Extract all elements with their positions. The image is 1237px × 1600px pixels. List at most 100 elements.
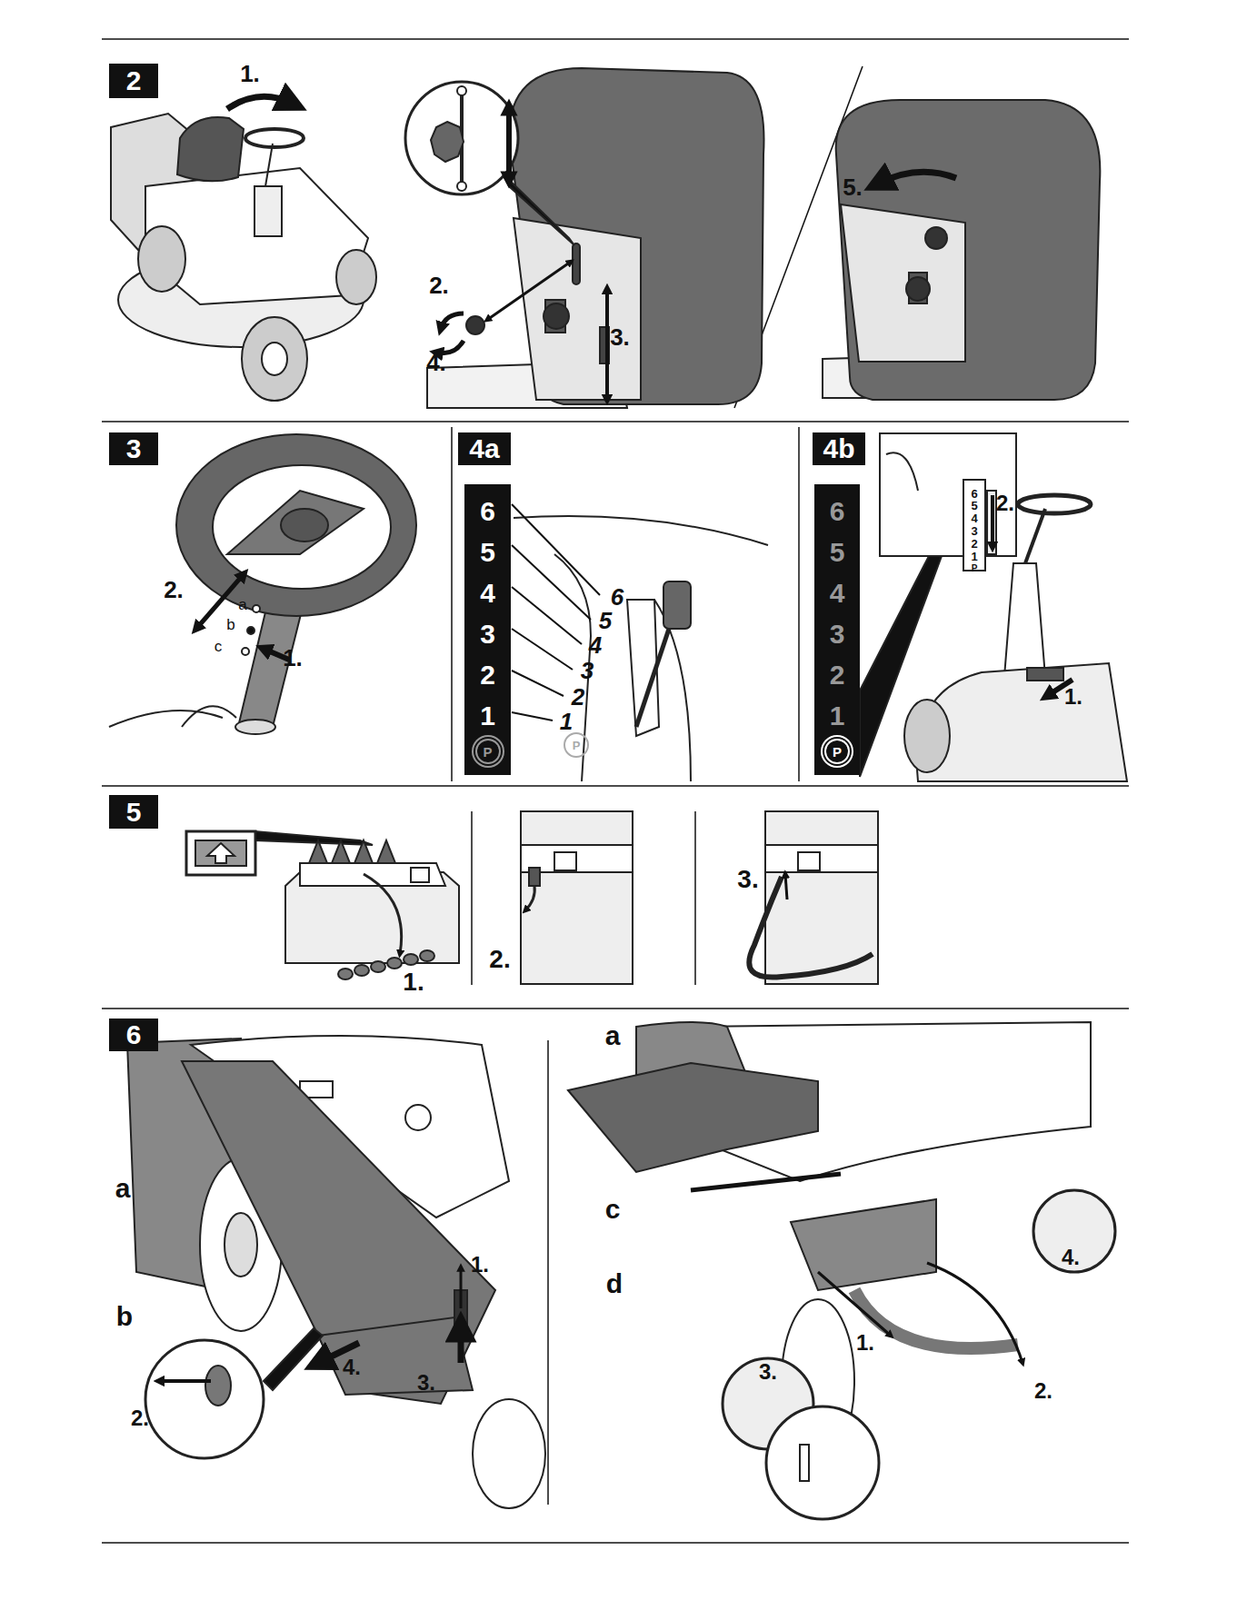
callout-number: 4. xyxy=(1061,1246,1080,1269)
chute-fit-drawing xyxy=(568,1022,1116,1520)
park-symbol: P xyxy=(477,740,499,763)
lever-4b-drawing-part xyxy=(904,699,950,773)
battery-drawing-part xyxy=(331,840,350,864)
lever-4b-drawing-part xyxy=(1017,495,1091,514)
battery-drawing-part xyxy=(195,840,247,867)
chute-removal-drawing-part xyxy=(318,1317,473,1396)
lever-4a-drawing xyxy=(511,504,769,782)
seat-adjust-drawing-part xyxy=(508,68,765,405)
lever-4a-drawing-part xyxy=(511,628,573,670)
lever-4b-drawing-part xyxy=(879,433,1017,557)
lever-4a-drawing-part xyxy=(636,618,673,728)
lever-4a-drawing-part xyxy=(513,516,769,546)
battery-drawing-part xyxy=(354,965,370,977)
figure-number: 3 xyxy=(126,433,142,465)
battery-drawing-part xyxy=(255,831,373,846)
callout-number: c xyxy=(605,1196,621,1224)
gear-number: 2 xyxy=(479,659,496,691)
seat-tilt-drawing-part xyxy=(906,277,930,301)
seat-adjust-drawing-part xyxy=(506,107,512,180)
lever-4b-drawing-part xyxy=(963,479,986,571)
steering-drawing-part xyxy=(196,574,244,629)
battery-drawing-part xyxy=(554,852,577,871)
callout-number: 2. xyxy=(1034,1380,1053,1403)
seat-adjust-drawing-part xyxy=(605,289,609,400)
chute-removal-drawing-part xyxy=(145,1340,264,1459)
battery-drawing-part xyxy=(410,867,429,883)
battery-drawing-part xyxy=(299,863,446,887)
figure-number-box: 4a xyxy=(458,432,511,466)
battery-drawing-part xyxy=(419,950,435,962)
frame-lines xyxy=(101,39,1129,1544)
callout-number: 3. xyxy=(609,325,630,350)
mower-drawing-part xyxy=(254,186,282,237)
battery-drawing-part xyxy=(520,811,633,985)
figure-number-box: 2 xyxy=(109,63,159,99)
seat-tilt-drawing-part xyxy=(925,227,948,250)
callout-number: 1. xyxy=(239,61,260,86)
lever-4a-drawing-part xyxy=(663,581,691,629)
mower-drawing-part xyxy=(261,342,288,376)
battery-drawing-part xyxy=(377,840,396,864)
figure-number-box: 6 xyxy=(109,1018,159,1052)
lever-4a-drawing-part xyxy=(564,733,589,758)
lever-4a-drawing-part xyxy=(511,670,564,697)
figure-number: 4a xyxy=(468,433,499,465)
lever-4b-drawing-part xyxy=(990,495,995,548)
gear-number: 2 xyxy=(829,659,846,691)
battery-drawing-part xyxy=(748,877,873,978)
gear-number: 5 xyxy=(479,537,496,569)
figure-number-box: 3 xyxy=(109,432,159,466)
callout-number: a xyxy=(115,1175,131,1203)
battery-drawing-part xyxy=(309,840,328,864)
steering-drawing-part xyxy=(176,434,417,617)
frame-lines-part xyxy=(101,38,1129,40)
scale-mark: P xyxy=(971,564,978,574)
callout-number: 5. xyxy=(842,175,863,200)
lever-4a-drawing-part xyxy=(511,712,553,721)
scale-mark: b xyxy=(226,617,235,633)
callout-number: 1 xyxy=(559,709,573,734)
gear-number: 6 xyxy=(479,496,496,528)
battery-drawing-part xyxy=(528,867,540,887)
callout-number: 6 xyxy=(610,585,624,609)
seat-adjust-drawing-part xyxy=(430,121,464,162)
seat-tilt-drawing xyxy=(822,99,1100,400)
mower-drawing-part xyxy=(177,117,244,181)
lever-4b-drawing-part xyxy=(987,490,997,555)
battery-drawing-part xyxy=(338,968,353,980)
seat-adjust-drawing-part xyxy=(513,218,641,400)
callout-number: 4. xyxy=(342,1356,361,1379)
chute-removal-drawing-part xyxy=(459,1267,463,1309)
chute-removal-drawing-part xyxy=(263,1328,323,1391)
frame-lines-part xyxy=(470,811,473,986)
figure-number: 4b xyxy=(822,433,855,465)
mower-drawing-part xyxy=(265,143,273,187)
frame-lines-part xyxy=(101,1542,1129,1545)
gear-number: 5 xyxy=(829,537,846,569)
callout-number: 2. xyxy=(130,1407,150,1430)
steering-drawing-part xyxy=(109,706,237,728)
callout-number: 2. xyxy=(488,947,510,973)
mower-drawing-part xyxy=(336,249,377,305)
callout-number: b xyxy=(116,1303,133,1331)
frame-lines-part xyxy=(450,427,453,782)
battery-drawing-part xyxy=(354,840,373,864)
gear-number: 3 xyxy=(479,618,496,650)
scale-mark: 5 xyxy=(970,499,978,512)
scale-mark: 2 xyxy=(970,538,978,550)
callout-number: 3. xyxy=(758,1361,778,1384)
callout-number: 3. xyxy=(417,1372,436,1395)
figure-number-box: 5 xyxy=(109,795,159,829)
callout-number: 3. xyxy=(737,867,759,893)
chute-removal-drawing-part xyxy=(458,1326,465,1364)
steering-drawing-part xyxy=(280,508,329,542)
seat-adjust-drawing xyxy=(405,68,765,409)
scale-mark: a xyxy=(238,597,247,613)
chute-fit-drawing-part xyxy=(927,1263,1023,1364)
seat-adjust-drawing-part xyxy=(466,316,485,335)
figure-number: 2 xyxy=(126,65,142,97)
seat-adjust-drawing-part xyxy=(457,181,467,191)
frame-lines-part xyxy=(547,1040,549,1506)
